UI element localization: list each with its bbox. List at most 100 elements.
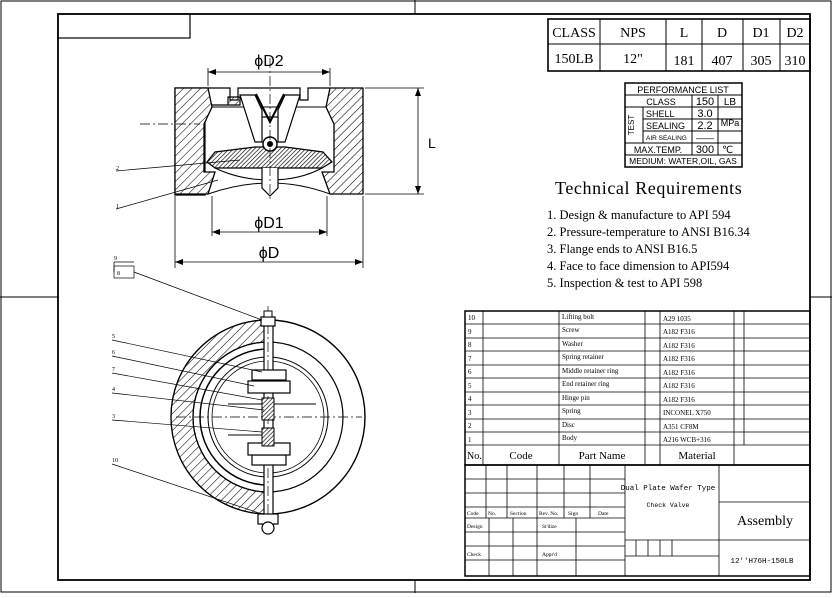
section-callout-2: 2: [116, 166, 119, 172]
section-callout-1: 1: [116, 204, 119, 210]
part-row-no: 5: [468, 382, 472, 390]
dimension-d1-label: ϕD1: [254, 215, 284, 232]
spec-header-class: CLASS: [552, 26, 596, 41]
spec-header-d1: D1: [752, 26, 769, 41]
part-row-material: A216 WCB+316: [663, 436, 711, 444]
front-callout-6: 6: [112, 350, 115, 356]
title-row-label-no: No.: [488, 511, 497, 517]
part-row-name: Washer: [562, 340, 583, 348]
part-row-name: Lifting bolt: [562, 313, 594, 321]
title-row-label-date: Date: [598, 511, 609, 517]
title-row-label-section: Section: [510, 511, 527, 517]
part-row-no: 1: [468, 436, 472, 444]
part-row-material: A182 F316: [663, 355, 695, 363]
performance-temp-unit: ℃: [722, 145, 733, 156]
performance-list: PERFORMANCE LIST CLASS 150 LB TEST SHELL…: [624, 82, 743, 168]
front-callout-5: 5: [112, 334, 115, 340]
part-row-material: A182 F316: [663, 369, 695, 377]
part-row-material: A182 F316: [663, 396, 695, 404]
part-row-name: Spring: [562, 407, 581, 415]
dimension-d-label: ϕD: [259, 245, 280, 262]
front-callout-4: 4: [112, 387, 115, 393]
part-row-no: 9: [468, 328, 472, 336]
part-row-name: End retainer ring: [562, 380, 610, 388]
drawing-name: Assembly: [737, 514, 793, 529]
performance-medium: MEDIUM: WATER,OIL, GAS: [629, 156, 737, 166]
front-callout-8: 8: [117, 271, 120, 277]
front-view: 9 8 5 6 7 4 3 10: [111, 256, 366, 535]
part-row-no: 8: [468, 341, 472, 349]
title-check-label: Check: [467, 552, 481, 558]
performance-sealing-value: 2.2: [697, 120, 712, 132]
title-apprd-label: Appr'd: [542, 552, 557, 558]
spec-table: CLASS NPS L D D1 D2 150LB 12" 181 407 30…: [547, 18, 811, 72]
requirements-title: Technical Requirements: [555, 178, 742, 198]
part-row-name: Disc: [562, 421, 575, 429]
front-callout-9: 9: [114, 256, 117, 262]
spec-value-nps: 12": [623, 52, 643, 67]
part-row-material: A351 CF8M: [663, 423, 699, 431]
title-row-label-rev: Rev. No.: [539, 511, 559, 517]
part-row-no: 4: [468, 395, 472, 403]
title-design-label: Design: [467, 524, 483, 530]
part-row-name: Hinge pin: [562, 394, 590, 402]
performance-test-label: TEST: [627, 115, 636, 136]
spec-value-d1: 305: [751, 54, 772, 69]
parts-header-no: No.: [467, 451, 482, 462]
dimension-d2-label: ϕD2: [254, 53, 284, 70]
parts-header-material: Material: [678, 450, 715, 462]
part-row-no: 7: [468, 355, 472, 363]
requirement-item-4: 4. Face to face dimension to API594: [547, 259, 730, 273]
part-row-name: Spring retainer: [562, 353, 604, 361]
performance-air-value: ——: [696, 133, 714, 143]
spec-header-d2: D2: [786, 26, 803, 41]
performance-pressure-unit: MPa: [721, 118, 740, 128]
parts-header-name: Part Name: [579, 450, 626, 462]
performance-class-value: 150: [696, 96, 714, 108]
drawing-number: 12''H76H-150LB: [730, 558, 794, 566]
part-row-no: 6: [468, 368, 472, 376]
front-callout-10: 10: [112, 458, 118, 464]
spec-value-d2: 310: [785, 54, 806, 69]
spec-value-l: 181: [674, 54, 695, 69]
part-row-no: 2: [468, 422, 472, 430]
title-block: Dual Plate Wafer Type Check Valve Assemb…: [464, 464, 811, 577]
part-row-name: Screw: [562, 326, 580, 334]
front-callout-3: 3: [112, 414, 115, 420]
performance-air-label: AIR SEALING: [646, 135, 687, 142]
parts-header-code: Code: [509, 450, 532, 462]
parts-list: 10 Lifting bolt A29 1035 9 Screw A182 F3…: [464, 310, 811, 466]
part-row-material: A182 F316: [663, 382, 695, 390]
title-line-2: Check Valve: [647, 502, 690, 509]
part-row-no: 10: [468, 314, 476, 322]
part-row-material: A182 F316: [663, 342, 695, 350]
dimension-l-label: L: [428, 135, 436, 151]
performance-shell-value: 3.0: [697, 108, 712, 120]
performance-temp-label: MAX.TEMP.: [634, 145, 682, 155]
requirement-item-1: 1. Design & manufacture to API 594: [547, 208, 731, 222]
performance-title: PERFORMANCE LIST: [637, 85, 729, 95]
spec-header-nps: NPS: [620, 26, 646, 41]
title-line-1: Dual Plate Wafer Type: [621, 485, 716, 493]
requirement-item-2: 2. Pressure-temperature to ANSI B16.34: [547, 225, 750, 239]
title-row-label-code: Code: [467, 511, 479, 517]
part-row-material: INCONEL X750: [663, 409, 711, 417]
performance-sealing-label: SEALING: [646, 121, 685, 131]
spec-header-l: L: [680, 26, 689, 41]
requirement-item-5: 5. Inspection & test to API 598: [547, 276, 702, 290]
part-row-no: 3: [468, 409, 472, 417]
parts-grid: [465, 311, 810, 465]
requirement-item-3: 3. Flange ends to ANSI B16.5: [547, 242, 697, 256]
performance-class-unit: LB: [724, 97, 737, 108]
spec-value-class: 150LB: [555, 52, 594, 67]
front-callout-7: 7: [112, 367, 115, 373]
part-row-material: A182 F316: [663, 328, 695, 336]
performance-shell-label: SHELL: [646, 109, 675, 119]
part-row-material: A29 1035: [663, 315, 691, 323]
section-view: ϕD2 ϕD1 ϕD L 2 1: [115, 53, 436, 268]
part-row-name: Body: [562, 434, 578, 442]
spec-value-d: 407: [712, 54, 733, 69]
performance-class-label: CLASS: [646, 97, 676, 107]
